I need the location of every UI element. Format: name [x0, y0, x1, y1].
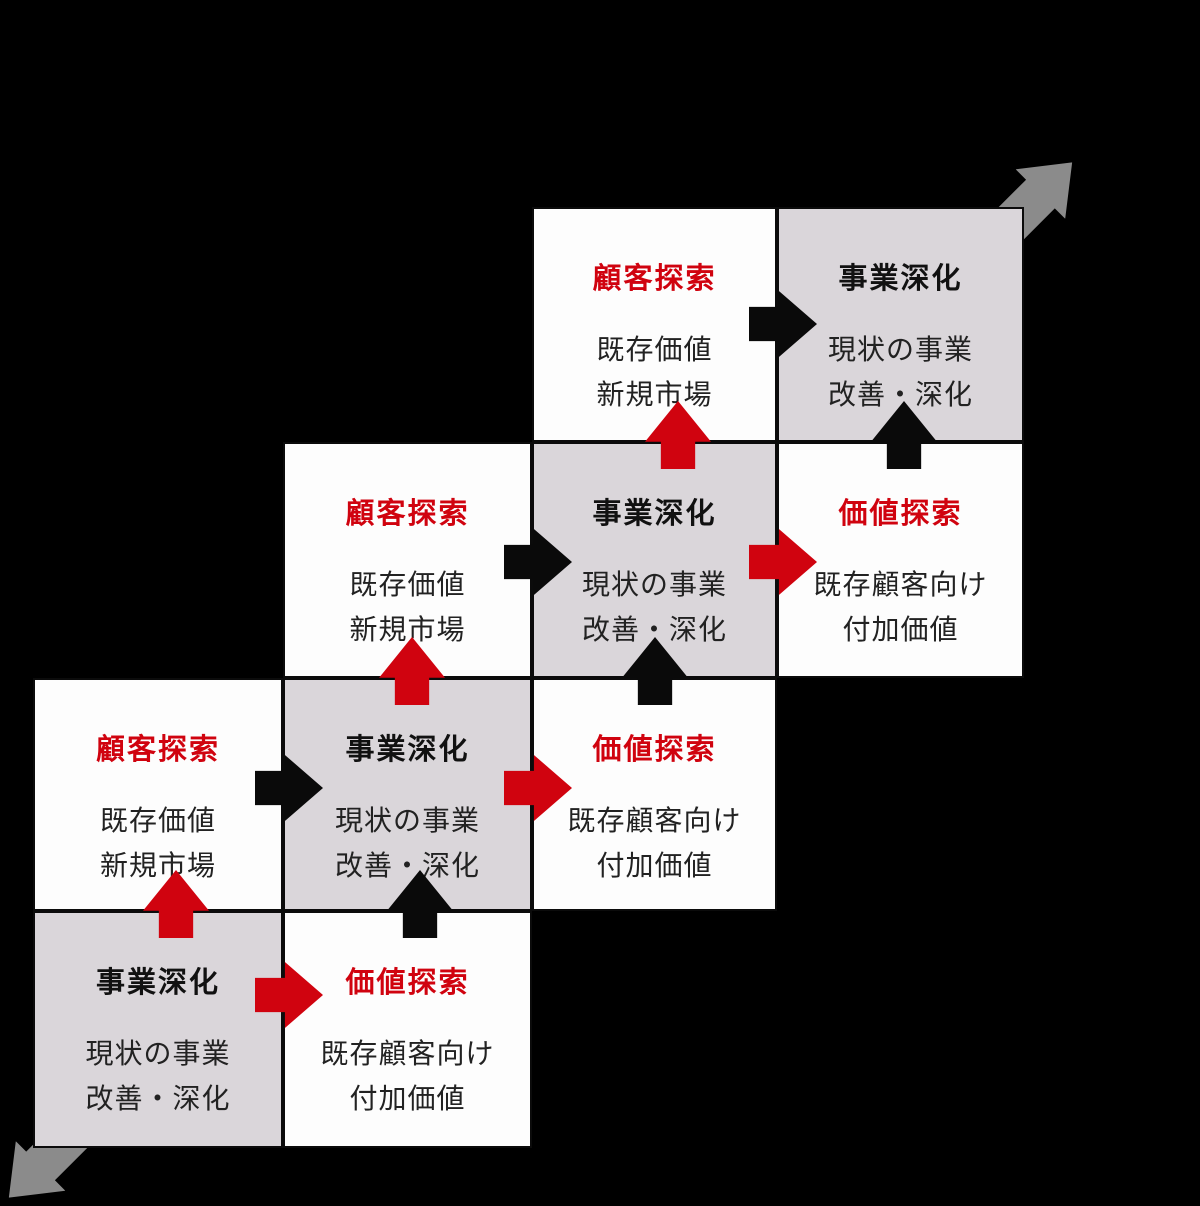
- grid-cell: 顧客探索 既存価値 新規市場: [33, 678, 283, 911]
- cell-body-line: 改善・深化: [85, 1083, 231, 1114]
- cell-body-line: 既存価値: [596, 334, 713, 365]
- grid-cell: 顧客探索 既存価値 新規市場: [283, 442, 532, 678]
- cell-body-line: 既存価値: [99, 805, 216, 836]
- cell-body-line: 現状の事業: [581, 569, 727, 600]
- cell-heading: 事業深化: [838, 263, 963, 295]
- cell-heading: 顧客探索: [345, 498, 470, 530]
- cell-body-line: 付加価値: [596, 850, 713, 881]
- cell-body-line: 既存顧客向け: [813, 569, 988, 600]
- cell-heading: 事業深化: [95, 967, 220, 999]
- cell-body-line: 付加価値: [349, 1083, 466, 1114]
- grid-cell: 事業深化 現状の事業 改善・深化: [33, 911, 283, 1148]
- cell-body: 既存顧客向け 付加価値: [534, 798, 775, 888]
- cell-body-line: 現状の事業: [827, 334, 973, 365]
- cell-heading: 事業深化: [592, 498, 717, 530]
- cell-body-line: 新規市場: [349, 614, 466, 645]
- cell-heading: 価値探索: [345, 967, 470, 999]
- cell-body-line: 既存顧客向け: [567, 805, 742, 836]
- grid-cell: 価値探索 既存顧客向け 付加価値: [283, 911, 532, 1148]
- cell-body-line: 新規市場: [596, 379, 713, 410]
- cell-body-line: 改善・深化: [334, 850, 480, 881]
- cell-body: 既存顧客向け 付加価値: [779, 562, 1022, 652]
- cell-body-line: 既存顧客向け: [320, 1038, 495, 1069]
- cell-heading: 事業深化: [345, 734, 470, 766]
- cell-heading: 顧客探索: [592, 263, 717, 295]
- cell-body-line: 現状の事業: [85, 1038, 231, 1069]
- grid-cell: 顧客探索 既存価値 新規市場: [532, 207, 777, 442]
- cell-body: 既存価値 新規市場: [285, 562, 530, 652]
- grid-cell: 事業深化 現状の事業 改善・深化: [283, 678, 532, 911]
- cell-heading: 顧客探索: [95, 734, 220, 766]
- cell-body-line: 現状の事業: [334, 805, 480, 836]
- cell-heading: 価値探索: [592, 734, 717, 766]
- grid-cell: 価値探索 既存顧客向け 付加価値: [532, 678, 777, 911]
- cell-body: 既存顧客向け 付加価値: [285, 1031, 530, 1121]
- cell-body-line: 付加価値: [842, 614, 959, 645]
- cell-body-line: 改善・深化: [827, 379, 973, 410]
- cell-body: 既存価値 新規市場: [35, 798, 281, 888]
- grid-cell: 事業深化 現状の事業 改善・深化: [777, 207, 1024, 442]
- cell-body: 現状の事業 改善・深化: [779, 327, 1022, 417]
- cell-body: 既存価値 新規市場: [534, 327, 775, 417]
- cell-body: 現状の事業 改善・深化: [35, 1031, 281, 1121]
- cell-heading: 価値探索: [838, 498, 963, 530]
- cell-body: 現状の事業 改善・深化: [285, 798, 530, 888]
- grid-cell: 価値探索 既存顧客向け 付加価値: [777, 442, 1024, 678]
- cell-body-line: 新規市場: [99, 850, 216, 881]
- cell-body-line: 既存価値: [349, 569, 466, 600]
